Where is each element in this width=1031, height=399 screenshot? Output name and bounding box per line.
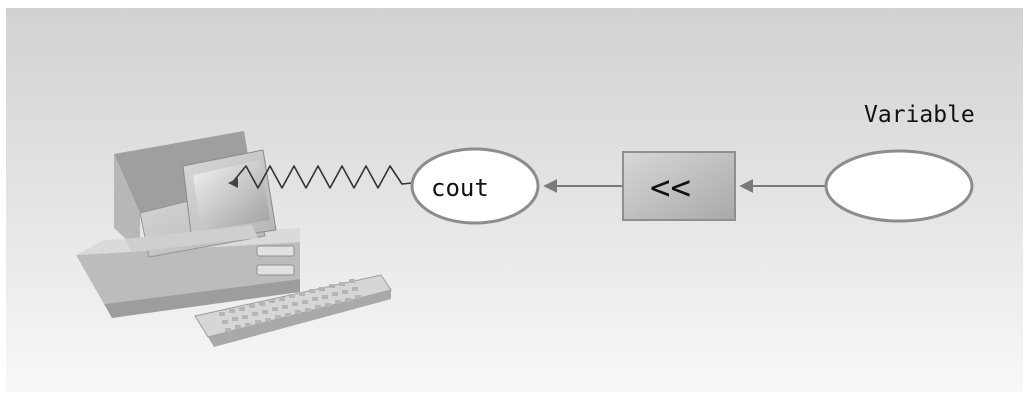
insertion-operator-label: << [650,168,691,208]
computer-icon [76,131,300,318]
variable-label: Variable [864,102,975,128]
keyboard-icon [194,274,392,347]
variable-node: Variable [824,102,975,223]
signal-wave-icon [228,165,413,189]
insertion-operator-box: << [622,151,736,221]
variable-ellipse [824,149,974,223]
cout-ellipse [410,147,540,225]
cout-label: cout [431,174,489,202]
cout-node: cout [410,147,540,225]
